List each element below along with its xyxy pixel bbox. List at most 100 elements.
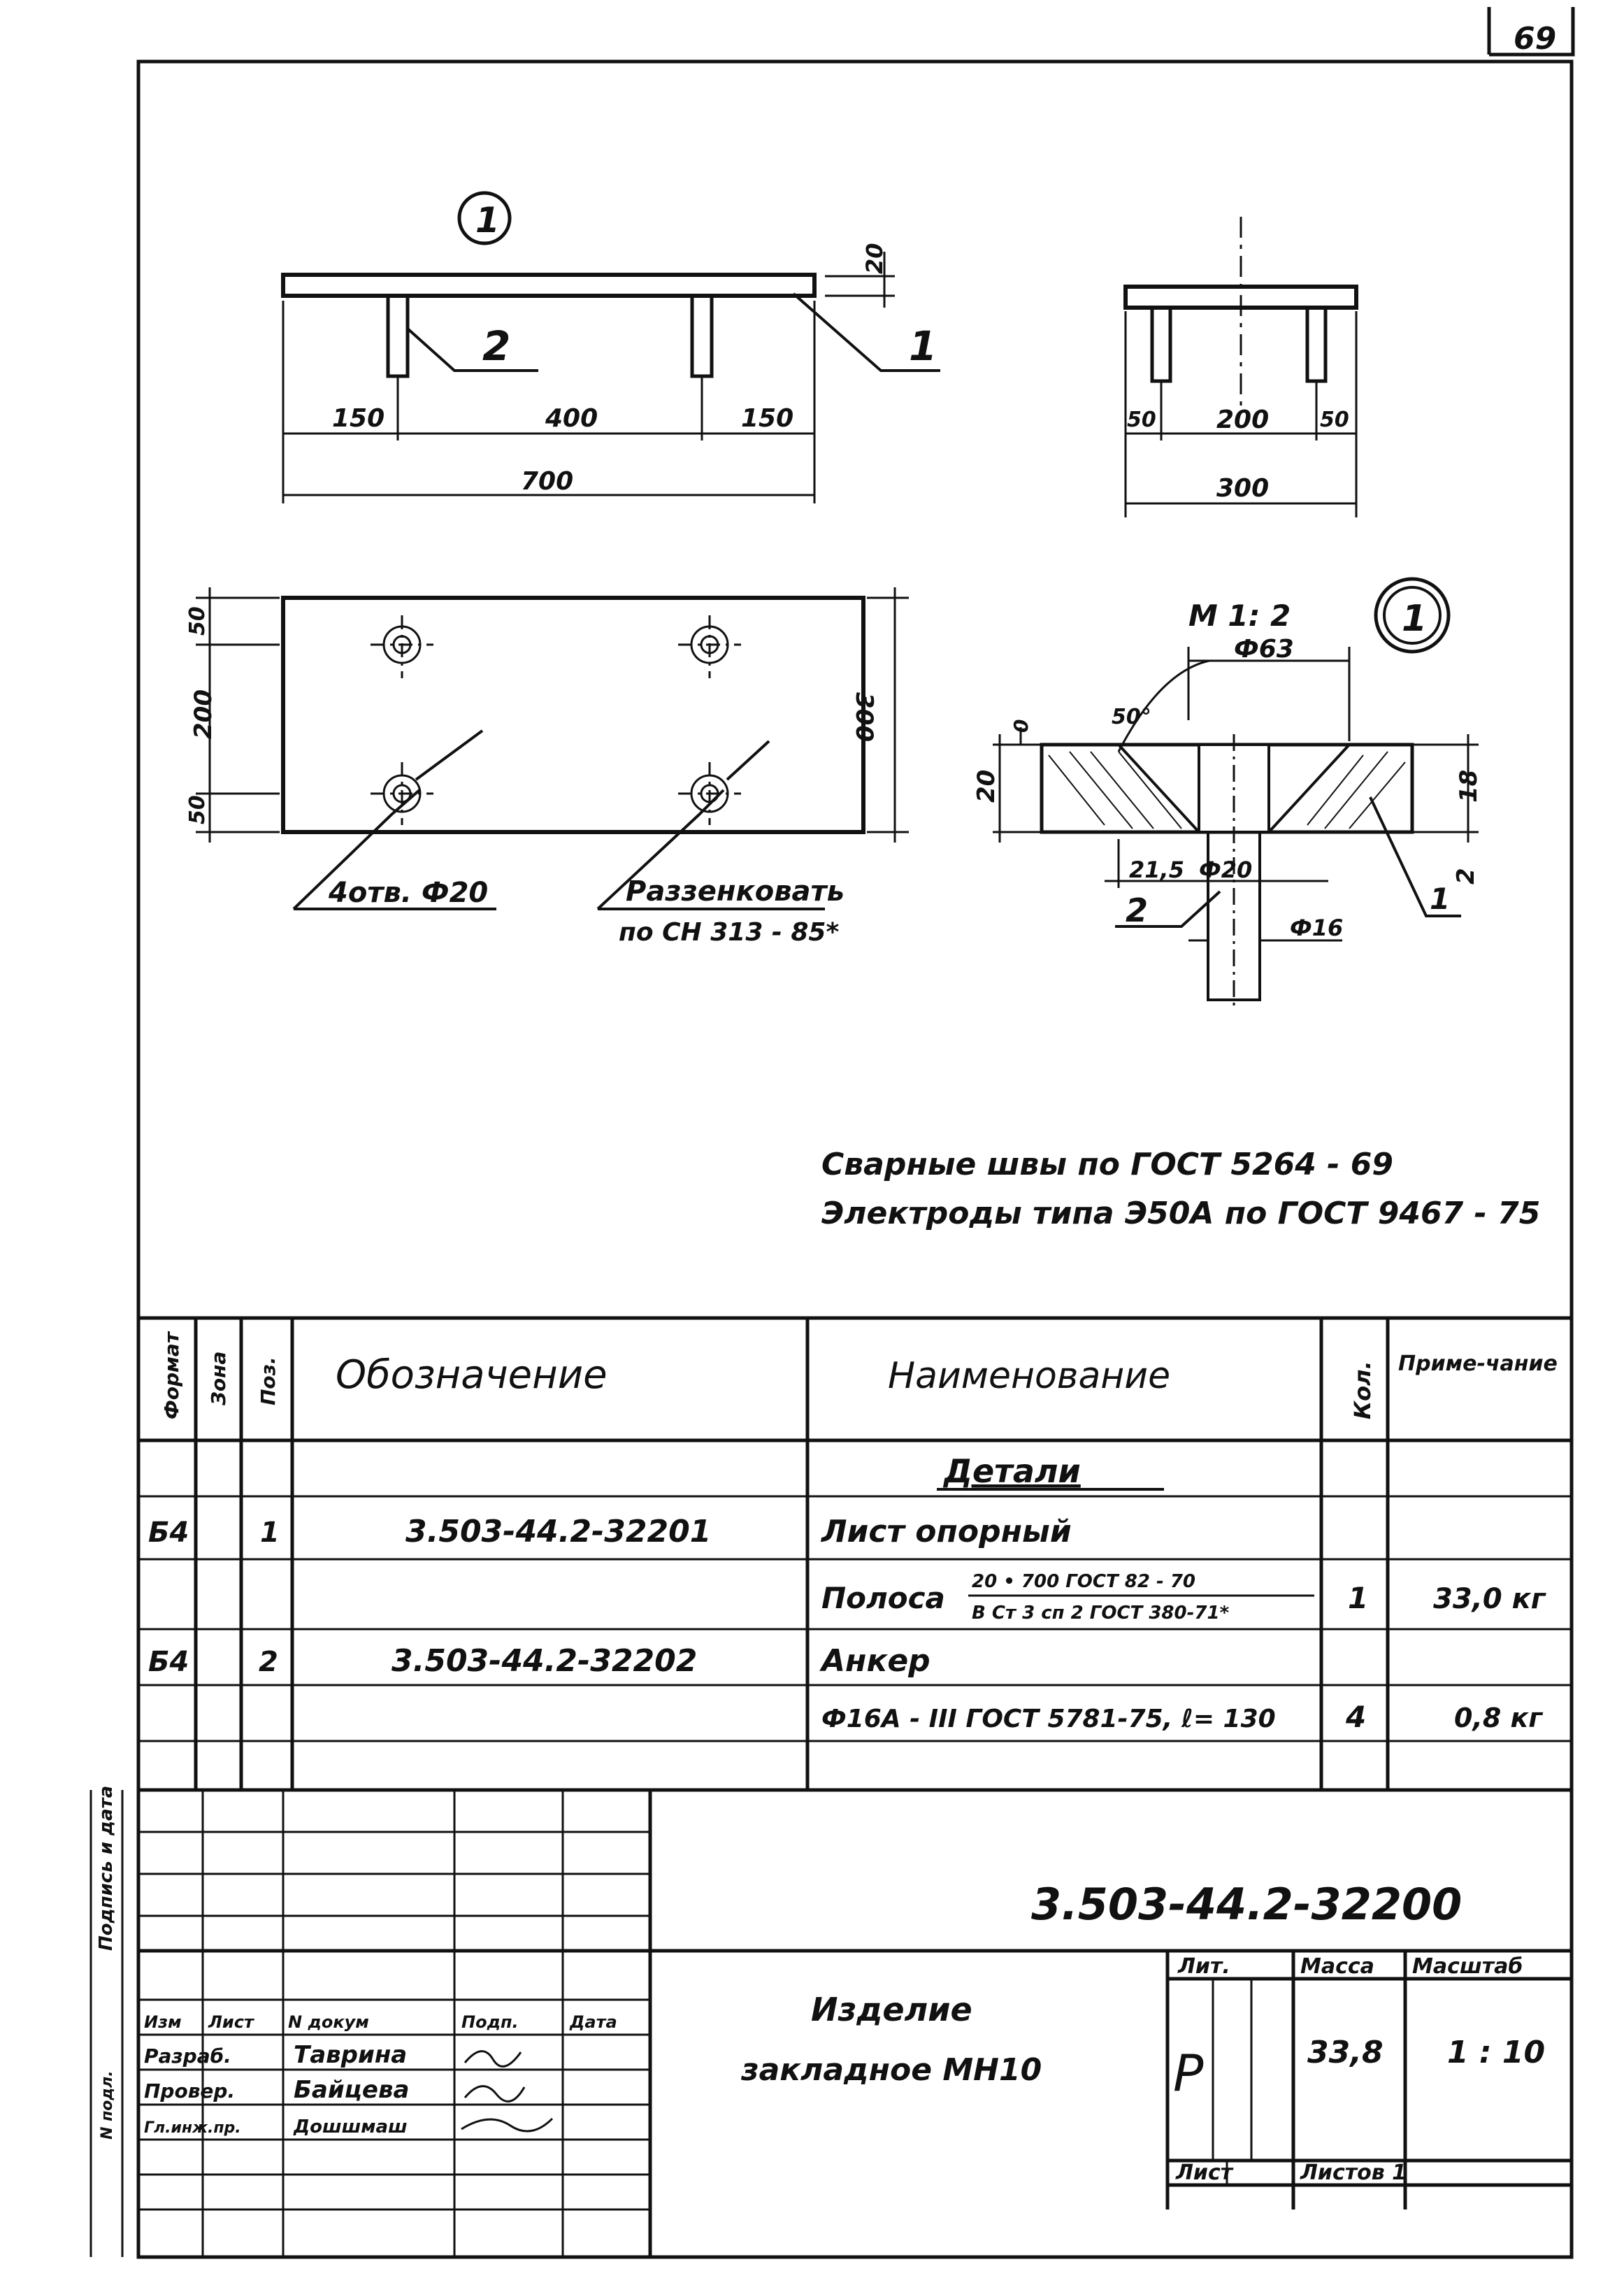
detail-callout-label: 1 xyxy=(1402,598,1427,640)
side-label-2: N подл. xyxy=(99,2070,116,2140)
lit-value: Р xyxy=(1173,2044,1204,2103)
table-row: Полоса 20 • 700 ГОСТ 82 - 70 В Ст 3 сп 2… xyxy=(821,1571,1546,1624)
dim-mid: 400 xyxy=(545,404,598,433)
callout-circle xyxy=(457,191,512,245)
side-view: 50 200 50 300 xyxy=(1123,217,1358,517)
sheets-label: Листов 1 xyxy=(1300,2161,1407,2185)
header-pos: Поз. xyxy=(257,1356,280,1405)
detail-pos2: 2 xyxy=(1126,891,1148,929)
header-name: Наименование xyxy=(888,1355,1170,1397)
title-block: 3.503-44.2-32200 Изделие закладное МН10 … xyxy=(89,1786,1572,2257)
stamp-h-doc: N докум xyxy=(288,2012,369,2032)
row4-name: Ф16А - III ГОСТ 5781-75, ℓ= 130 xyxy=(821,1705,1276,1733)
name-checker: Байцева xyxy=(294,2076,409,2104)
role-checker: Провер. xyxy=(144,2079,235,2103)
countersink-note-1: Раззенковать xyxy=(626,875,845,908)
row2-qty: 1 xyxy=(1348,1581,1368,1615)
signatures xyxy=(461,2050,554,2133)
detail-pos1-dash: 2 xyxy=(1452,868,1480,884)
header-zone: Зона xyxy=(207,1352,230,1406)
row1-pos: 1 xyxy=(260,1517,280,1549)
anchor-side-left xyxy=(1150,306,1172,383)
anchor-front-left xyxy=(386,294,410,378)
header-designation: Обозначение xyxy=(336,1352,608,1398)
plate-front xyxy=(281,273,817,298)
side-dim-mid: 200 xyxy=(1216,406,1269,434)
row2-name-top: 20 • 700 ГОСТ 82 - 70 xyxy=(972,1571,1195,1592)
row3-designation: 3.503-44.2-32202 xyxy=(391,1643,697,1679)
detail-angle: 50° xyxy=(1112,705,1151,729)
thickness-dim: 20 xyxy=(861,243,888,274)
detail-rod-dia: Ф16 xyxy=(1290,915,1343,941)
dim-right: 150 xyxy=(741,404,793,433)
title-line-2: закладное МН10 xyxy=(740,2052,1042,2088)
detail-dia-top: Ф63 xyxy=(1234,635,1294,664)
plan-dim-bottom: 50 xyxy=(185,795,210,824)
side-dim-right: 50 xyxy=(1320,408,1349,432)
table-row: Б4 2 3.503-44.2-32202 Анкер xyxy=(148,1643,930,1679)
row3-format: Б4 xyxy=(148,1646,189,1678)
doc-code: 3.503-44.2-32200 xyxy=(1031,1879,1462,1930)
side-dim-total: 300 xyxy=(1216,474,1269,503)
stamp-h-sign: Подп. xyxy=(461,2012,519,2032)
row1-designation: 3.503-44.2-32201 xyxy=(405,1514,711,1549)
row3-name: Анкер xyxy=(819,1643,930,1679)
stamp-h-date: Дата xyxy=(569,2012,617,2032)
detail-rod xyxy=(1207,831,1261,1001)
mass-value: 33,8 xyxy=(1307,2035,1384,2070)
role-developer: Разраб. xyxy=(144,2044,231,2068)
row2-name-bottom: В Ст 3 сп 2 ГОСТ 380-71* xyxy=(972,1603,1230,1624)
row2-note: 33,0 кг xyxy=(1433,1583,1546,1615)
front-view: 1 2 1 20 150 400 150 700 xyxy=(281,191,940,503)
anchor-front-right xyxy=(690,294,714,378)
plate-side xyxy=(1123,285,1358,310)
row2-name: Полоса xyxy=(821,1581,945,1615)
side-dim-left: 50 xyxy=(1127,408,1156,432)
table-row: Ф16А - III ГОСТ 5781-75, ℓ= 130 4 0,8 кг xyxy=(821,1700,1543,1734)
header-format: Формат xyxy=(160,1331,183,1419)
header-qty: Кол. xyxy=(1349,1361,1376,1419)
name-developer: Таврина xyxy=(294,2041,407,2069)
plan-dim-mid: 200 xyxy=(189,689,217,739)
side-label: Подпись и дата xyxy=(96,1786,117,1951)
detail-depth: 18 xyxy=(1455,770,1483,803)
plan-dim-top: 50 xyxy=(185,606,210,636)
sheet-label: Лист xyxy=(1175,2161,1234,2185)
col-mass: Масса xyxy=(1300,1954,1374,1979)
plate-plan xyxy=(281,596,865,834)
row1-name: Лист опорный xyxy=(820,1514,1072,1549)
section-title: Детали xyxy=(942,1452,1081,1490)
detail-hole: Ф20 xyxy=(1199,857,1252,883)
sheet-number: 69 xyxy=(1514,21,1556,57)
general-notes: Сварные швы по ГОСТ 5264 - 69 Электроды … xyxy=(821,1147,1540,1231)
drawing-frame xyxy=(136,59,1574,2259)
note-line-1: Сварные швы по ГОСТ 5264 - 69 xyxy=(821,1147,1393,1182)
detail-gap: 0 xyxy=(1009,719,1033,733)
spec-table: Формат Зона Поз. Обозначение Наименовани… xyxy=(138,1316,1572,1792)
role-chief: Гл.инж.пр. xyxy=(144,2119,241,2137)
dim-total: 700 xyxy=(521,467,573,496)
row1-format: Б4 xyxy=(148,1517,189,1549)
col-lit: Лит. xyxy=(1177,1954,1230,1979)
row3-pos: 2 xyxy=(259,1646,278,1678)
row4-note: 0,8 кг xyxy=(1454,1703,1543,1733)
plan-view: 50 200 50 300 4отв. Ф20 Раззенковать по … xyxy=(185,587,909,947)
callout-main-label: 1 xyxy=(475,200,500,241)
name-chief: Дошшмаш xyxy=(293,2116,408,2137)
scale-note: М 1: 2 xyxy=(1188,599,1291,633)
note-line-2: Электроды типа Э50А по ГОСТ 9467 - 75 xyxy=(821,1196,1540,1231)
detail-thickness: 20 xyxy=(972,770,1000,803)
sheet-number-tab: 69 xyxy=(1487,7,1575,57)
holes-note: 4отв. Ф20 xyxy=(328,877,488,909)
plan-dim-total: 300 xyxy=(850,692,878,742)
weld-detail: М 1: 2 1 Ф63 50° 0 20 18 21,5 Ф20 Ф16 2 … xyxy=(972,577,1483,1007)
title-line-1: Изделие xyxy=(811,1991,972,2028)
pos2-label: 2 xyxy=(482,322,510,370)
table-row: Б4 1 3.503-44.2-32201 Лист опорный xyxy=(148,1514,1072,1549)
stamp-h-list: Лист xyxy=(208,2012,255,2032)
col-scale: Масштаб xyxy=(1412,1954,1523,1979)
scale-value: 1 : 10 xyxy=(1447,2035,1545,2070)
anchor-side-right xyxy=(1305,306,1328,383)
countersink-note-2: по СН 313 - 85* xyxy=(619,918,839,947)
